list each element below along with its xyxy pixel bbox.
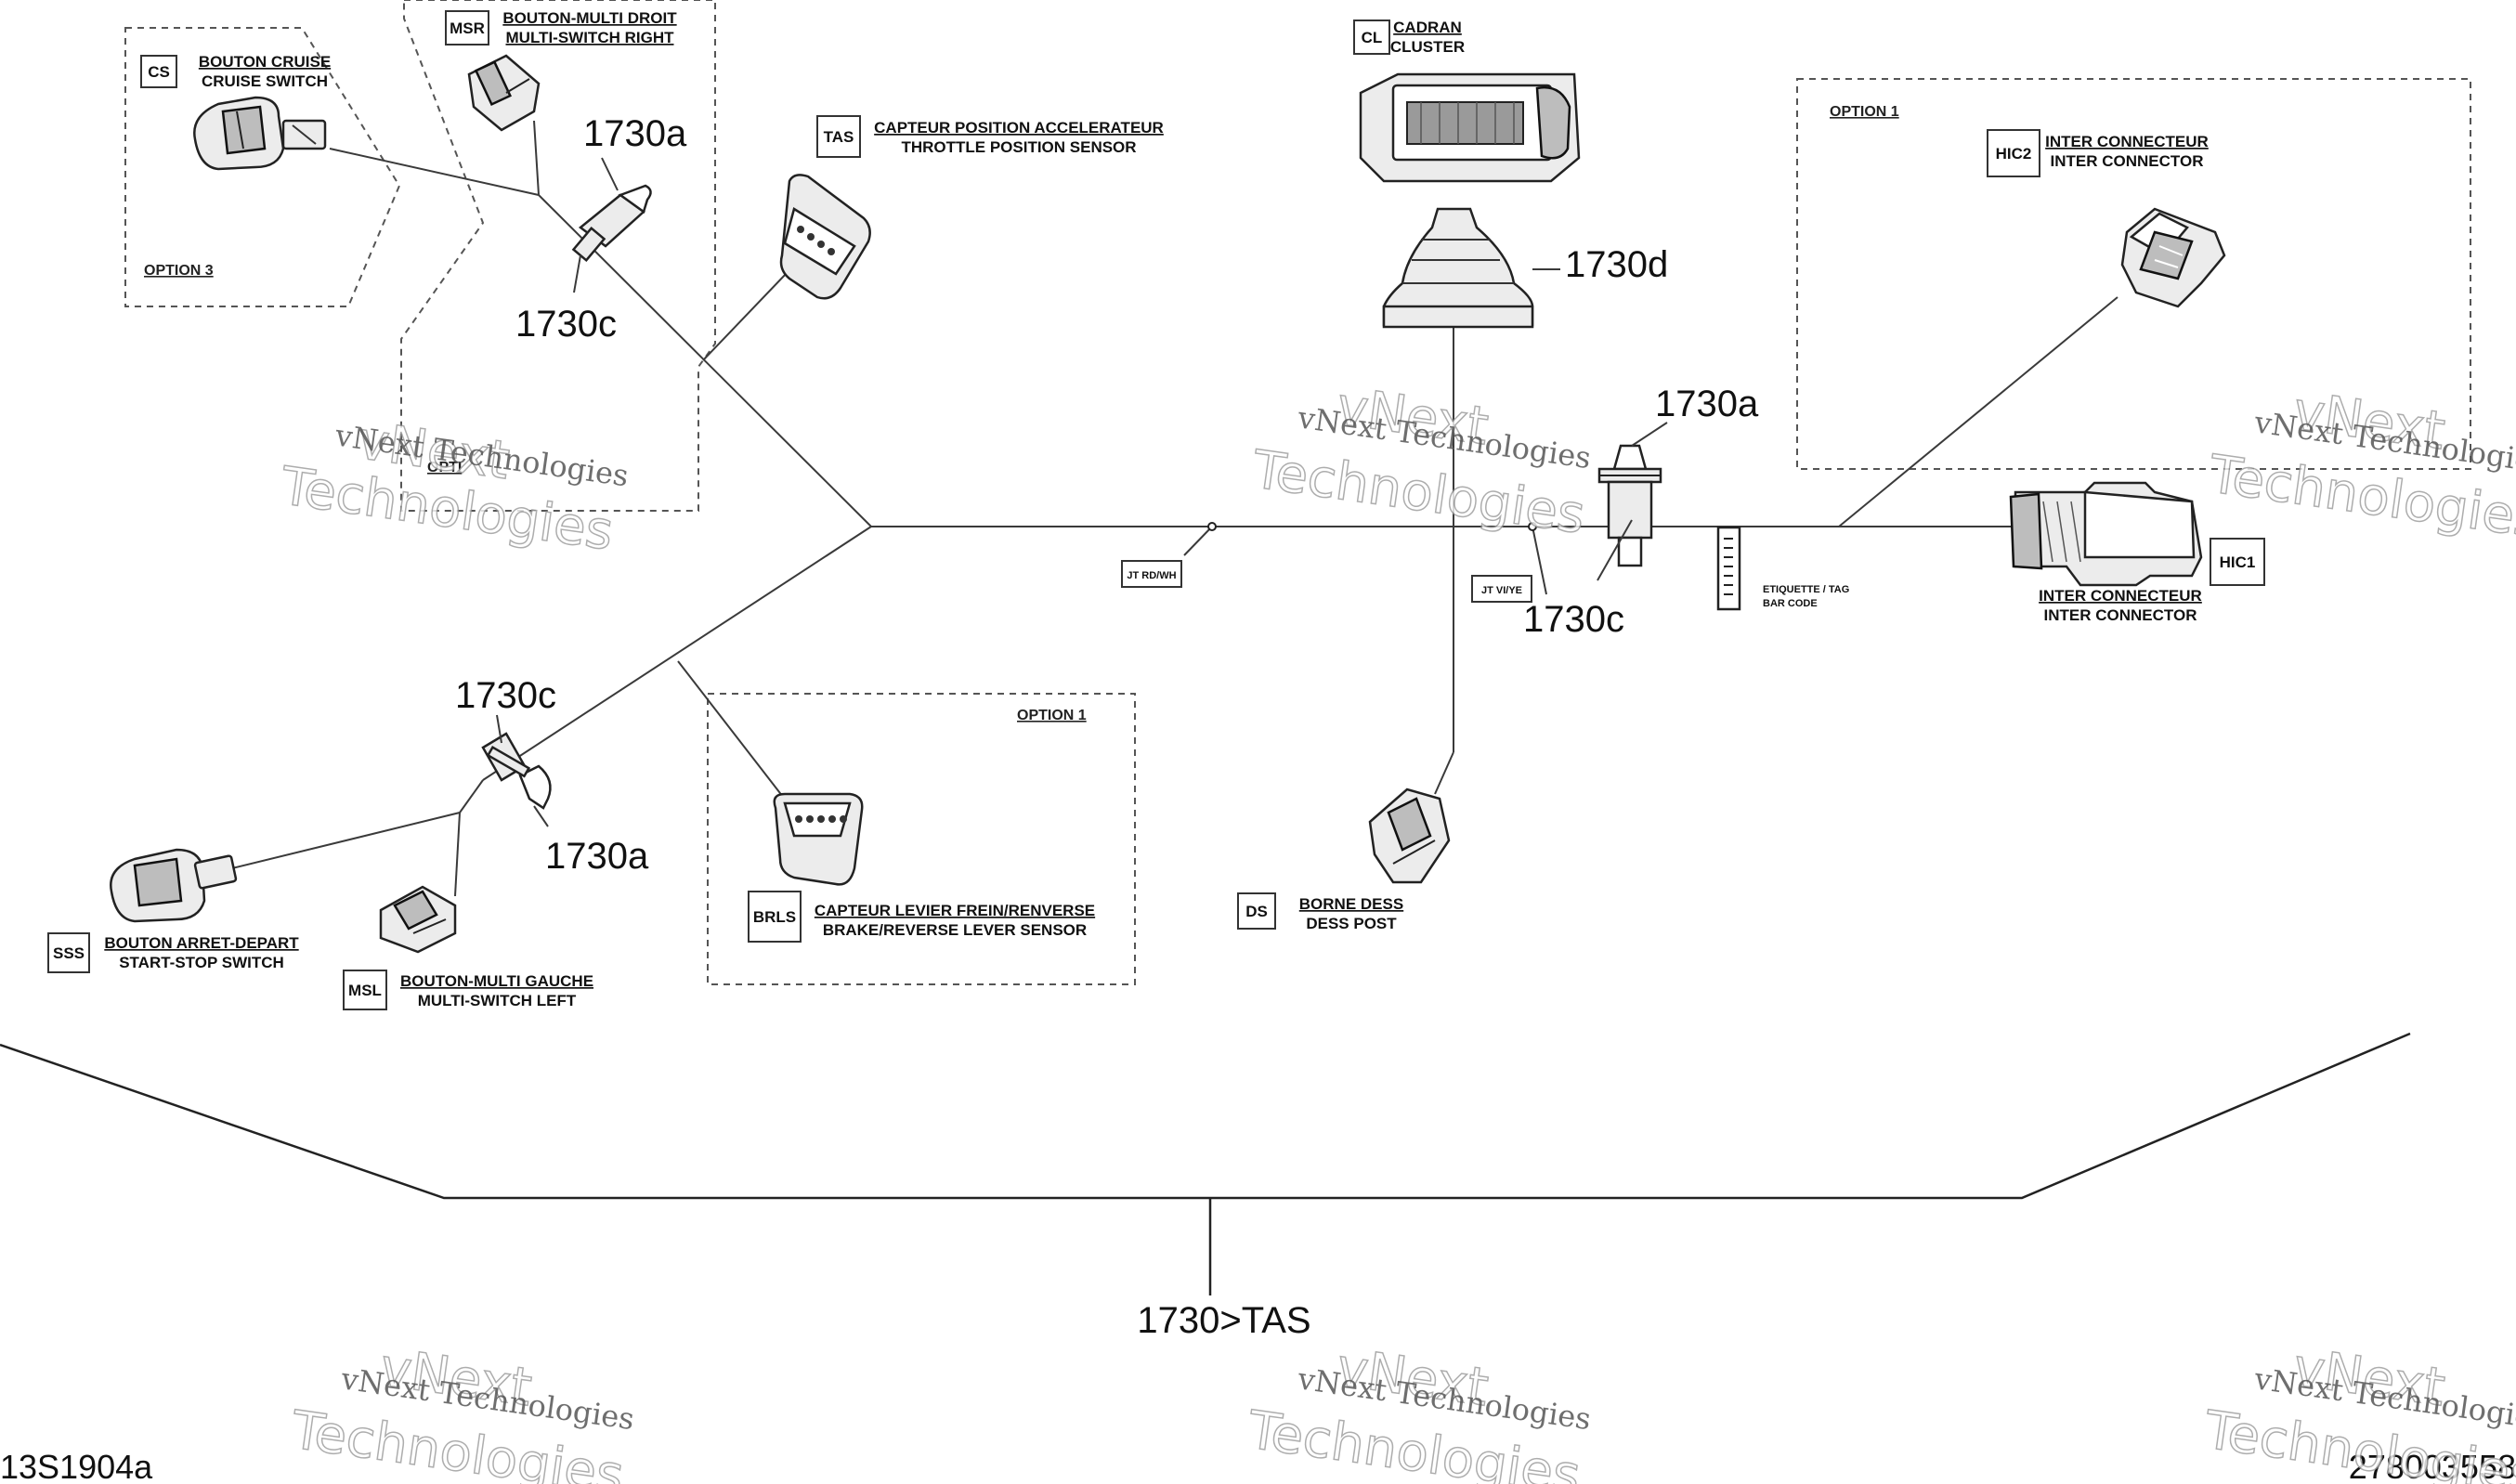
ref-1730c-left: 1730c [455,675,556,716]
brake-reverse-lever-sensor-icon [773,792,864,886]
code-box-msl: MSL [343,970,387,1010]
junction-dot-vi [1528,522,1537,531]
drawing-id-left: 13S1904a [0,1448,153,1484]
option-label-msr: OPTI [427,460,462,475]
msl-label-en: MULTI-SWITCH LEFT [418,992,577,1009]
watermark-5: vNext Technologies vNext Technologies [1243,1337,1593,1484]
msl-label-fr: BOUTON-MULTI GAUCHE [400,972,593,990]
upper-left-clip-icon [571,184,652,263]
svg-text:HIC2: HIC2 [1996,145,2032,163]
cl-label-en: CLUSTER [1390,38,1465,56]
tas-label-fr: CAPTEUR POSITION ACCELERATEUR [874,119,1164,137]
ref-harness: 1730>TAS [1137,1300,1310,1341]
option-region-msr [400,0,716,512]
code-box-cl: CL [1353,20,1390,55]
junction-dot-rd [1207,522,1217,531]
tag-label-1: ETIQUETTE / TAG [1763,584,1849,595]
svg-text:CL: CL [1362,29,1383,46]
option-label-brls: OPTION 1 [1017,708,1087,723]
msr-label-fr: BOUTON-MULTI DROIT [502,9,677,27]
drawing-id-right: 278003558 [2349,1448,2516,1484]
code-box-hic1: HIC1 [2210,538,2265,586]
hic1-label-en: INTER CONNECTOR [2044,606,2197,624]
option-region-brls [707,693,1136,985]
harness-outline [0,1032,2411,1295]
barcode-tag-icon [1716,526,1741,611]
code-box-tas: TAS [816,115,861,158]
dess-post-icon [1368,788,1451,884]
cs-label-en: CRUISE SWITCH [202,72,328,90]
sss-label-en: START-STOP SWITCH [119,954,284,971]
hic2-label-en: INTER CONNECTOR [2051,152,2204,170]
svg-text:TAS: TAS [824,128,854,146]
svg-text:BRLS: BRLS [753,908,796,926]
harness-boot-icon [1382,207,1534,329]
ref-1730a-left: 1730a [545,836,649,877]
inter-connector-2-icon [2120,207,2226,308]
cl-label-fr: CADRAN [1393,19,1462,36]
cruise-switch-icon [193,96,327,171]
throttle-position-sensor-icon [779,174,871,300]
svg-text:MSL: MSL [348,982,382,999]
svg-text:HIC1: HIC1 [2220,553,2256,571]
svg-text:SSS: SSS [53,944,85,962]
watermark-3: vNext Technologies vNext Technologies [2204,381,2516,552]
svg-text:MSR: MSR [450,20,485,37]
watermark-2: vNext Technologies vNext Technologies [1247,376,1593,547]
code-box-sss: SSS [47,932,90,973]
tag-label-2: BAR CODE [1763,598,1818,609]
code-box-msr: MSR [445,10,489,46]
ref-1730c-top: 1730c [515,304,617,345]
ref-1730a-right: 1730a [1655,384,1759,424]
cluster-connector-icon [1359,72,1581,183]
cs-label-fr: BOUTON CRUISE [199,53,331,71]
brls-label-fr: CAPTEUR LEVIER FREIN/RENVERSE [815,902,1095,919]
option-region-cruise [124,27,401,307]
watermark-1: vNext Technologies vNext Technologies [276,410,631,563]
junction-tag-rd-wh: JT RD/WH [1121,560,1182,588]
watermark-6: vNext Technologies vNext Technologies [2199,1337,2516,1484]
start-stop-switch-icon [110,848,238,923]
ds-label-en: DESS POST [1306,915,1397,932]
multi-switch-right-icon [467,54,541,132]
ref-1730c-right: 1730c [1523,599,1624,640]
option-region-hic2 [1796,78,2471,470]
code-box-brls: BRLS [748,891,802,943]
svg-text:JT RD/WH: JT RD/WH [1127,570,1176,581]
svg-text:DS: DS [1245,903,1268,920]
right-clip-icon [1597,444,1662,567]
option-label-hic2: OPTION 1 [1830,104,1899,120]
msr-label-en: MULTI-SWITCH RIGHT [506,29,675,46]
code-box-ds: DS [1237,892,1276,930]
watermark-4: vNext Technologies vNext Technologies [286,1337,636,1484]
hic1-label-fr: INTER CONNECTEUR [2039,587,2202,605]
lower-left-clip-icon [481,732,552,810]
junction-tag-vi-ye: JT VI/YE [1471,575,1532,603]
tas-label-en: THROTTLE POSITION SENSOR [901,138,1136,156]
inter-connector-1-icon [2009,481,2203,587]
hic2-label-fr: INTER CONNECTEUR [2045,133,2209,150]
ref-1730a-top: 1730a [583,113,687,154]
ref-1730d: 1730d [1565,244,1668,285]
multi-switch-left-icon [379,885,457,954]
ds-label-fr: BORNE DESS [1299,895,1403,913]
sss-label-fr: BOUTON ARRET-DEPART [104,934,299,952]
svg-text:JT VI/YE: JT VI/YE [1481,585,1522,596]
brls-label-en: BRAKE/REVERSE LEVER SENSOR [823,921,1087,939]
code-box-cs: CS [140,55,177,88]
svg-text:CS: CS [148,63,170,81]
code-box-hic2: HIC2 [1987,129,2040,177]
option-label-cs: OPTION 3 [144,263,214,279]
